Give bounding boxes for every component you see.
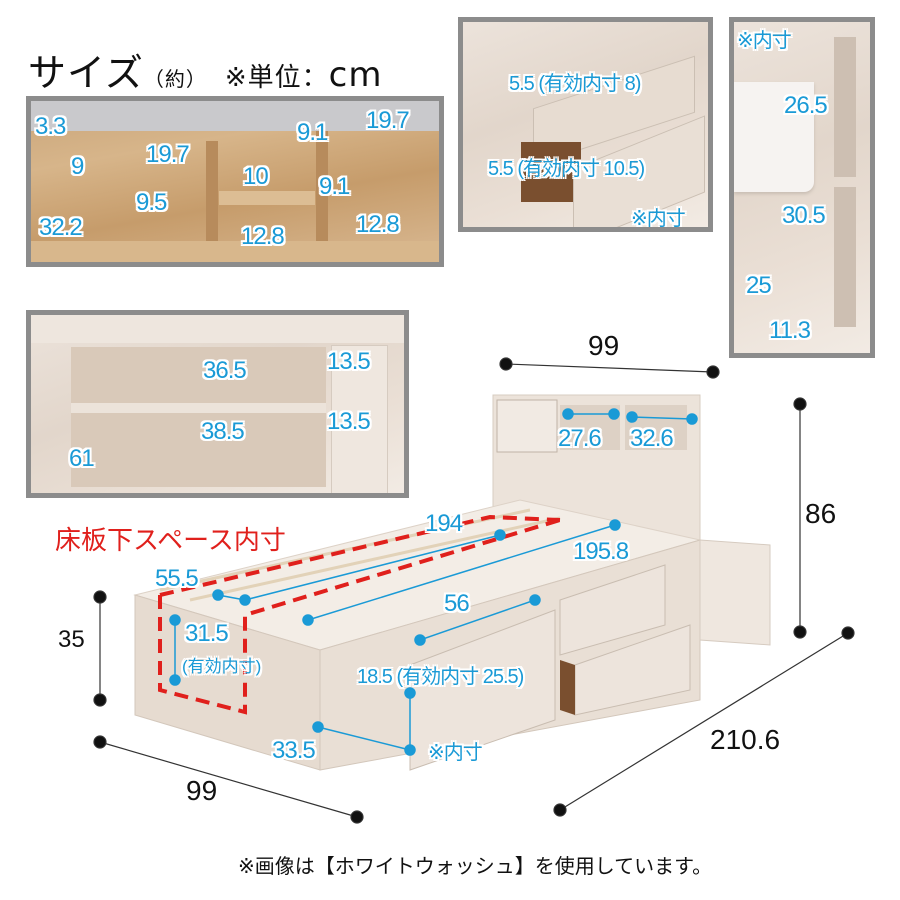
overall-width-top: 99 bbox=[588, 330, 620, 361]
inner-size-note: ※内寸 bbox=[737, 30, 792, 52]
dim-label: 19.7 bbox=[366, 107, 410, 134]
shelf-board bbox=[219, 191, 315, 205]
cabinet-interior bbox=[71, 347, 326, 487]
shelf-left-width: 27.6 bbox=[558, 425, 602, 452]
shelf-divider-1 bbox=[206, 141, 218, 262]
dim-label: 10 bbox=[243, 163, 269, 190]
under-width: 55.5 bbox=[155, 565, 199, 592]
page-title: サイズ（約） ※単位：cm bbox=[28, 42, 383, 97]
title-text: サイズ bbox=[28, 51, 144, 95]
under-floor-label: 床板下スペース内寸 bbox=[55, 526, 286, 556]
unit-label: ※単位： bbox=[224, 63, 329, 93]
dim-label: 13.5 bbox=[327, 408, 371, 435]
cabinet-shelf bbox=[71, 403, 326, 413]
dim-label: 9 bbox=[71, 153, 84, 180]
title-approx: （約） bbox=[143, 67, 207, 91]
frame-length: 195.8 bbox=[573, 538, 629, 565]
dim-label: 32.2 bbox=[39, 214, 83, 241]
side-storage-panel: ※内寸 26.5 30.5 25 11.3 bbox=[729, 17, 875, 358]
mattress bbox=[734, 82, 814, 192]
side-opening-lower bbox=[834, 187, 856, 327]
cabinet-detail-panel: 36.5 13.5 38.5 13.5 61 bbox=[26, 310, 409, 498]
dim-label: 38.5 bbox=[201, 418, 245, 445]
dim-label: 12.8 bbox=[241, 223, 285, 250]
shelf-divider-2 bbox=[316, 131, 328, 262]
dim-label: 30.5 bbox=[782, 202, 826, 229]
drawer-depth: 33.5 bbox=[272, 737, 316, 764]
footer-note: ※画像は【ホワイトウォッシュ】を使用しています。 bbox=[238, 854, 713, 878]
under-height: 31.5 bbox=[185, 620, 229, 647]
cabinet-top bbox=[31, 315, 404, 343]
upper-drawer-dim: 5.5 (有効内寸 8) bbox=[509, 73, 641, 95]
drawer-width: 56 bbox=[444, 590, 470, 617]
side-opening-upper bbox=[834, 37, 856, 177]
headboard-shelf-panel: 3.3 9 19.7 9.5 32.2 9.1 10 9.1 12.8 19.7… bbox=[26, 96, 444, 267]
shelf-right-width: 32.6 bbox=[630, 425, 674, 452]
dim-label: 12.8 bbox=[356, 211, 400, 238]
shelf-base bbox=[31, 241, 439, 262]
dim-label: 13.5 bbox=[327, 348, 371, 375]
dim-label: 25 bbox=[746, 272, 772, 299]
inner-size-note: ※内寸 bbox=[631, 208, 686, 230]
dim-label: 19.7 bbox=[146, 141, 190, 168]
dim-label: 9.1 bbox=[297, 119, 328, 146]
frame-height: 35 bbox=[58, 626, 85, 653]
overall-length: 210.6 bbox=[710, 724, 781, 755]
floor-length: 194 bbox=[425, 510, 463, 537]
dim-label: 36.5 bbox=[203, 357, 247, 384]
drawer-height: 18.5 (有効内寸 25.5) bbox=[357, 666, 524, 688]
overall-width-bottom: 99 bbox=[186, 775, 218, 806]
dim-label: 26.5 bbox=[784, 92, 828, 119]
shelf-backdrop bbox=[31, 101, 439, 131]
dim-label: 61 bbox=[69, 445, 95, 472]
cabinet-door bbox=[331, 345, 388, 493]
dim-label: 9.5 bbox=[136, 189, 167, 216]
under-height-note: (有効内寸) bbox=[182, 657, 262, 676]
overall-height: 86 bbox=[805, 498, 837, 529]
lower-drawer-dim: 5.5 (有効内寸 10.5) bbox=[488, 158, 645, 180]
drawer-inner-note: ※内寸 bbox=[428, 742, 483, 764]
dim-label: 3.3 bbox=[35, 113, 66, 140]
unit-value: cm bbox=[328, 55, 383, 95]
lower-drawer-inner bbox=[521, 142, 581, 202]
dim-label: 9.1 bbox=[319, 173, 350, 200]
drawer-detail-panel: 5.5 (有効内寸 8) 5.5 (有効内寸 10.5) ※内寸 bbox=[458, 17, 713, 232]
dim-label: 11.3 bbox=[769, 317, 811, 344]
